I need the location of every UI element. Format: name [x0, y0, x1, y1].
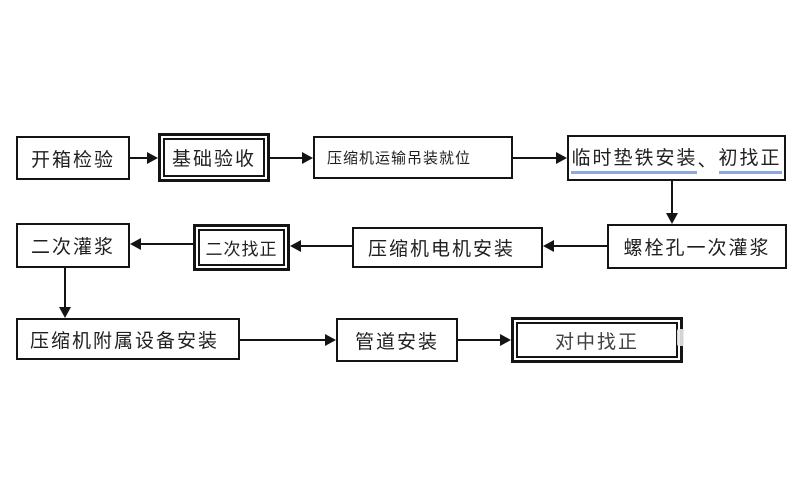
node-label: 螺栓孔一次灌浆: [623, 237, 771, 259]
node-label-underlined: 临时垫铁安装: [571, 143, 698, 174]
arrow-line: [458, 339, 500, 341]
node-label: 二次灌浆: [30, 236, 115, 258]
node-label-separator: 、: [697, 148, 719, 171]
arrowhead-right-icon: [500, 334, 511, 346]
node-label: 基础验收: [171, 148, 256, 170]
arrowhead-left-icon: [130, 238, 141, 250]
arrowhead-right-icon: [556, 152, 567, 164]
flow-node-secondary-alignment: 二次找正: [198, 229, 285, 266]
flow-node-bolt-hole-first-grouting: 螺栓孔一次灌浆: [607, 224, 787, 269]
arrowhead-left-icon: [543, 240, 554, 252]
flow-node-secondary-grouting: 二次灌浆: [16, 223, 130, 268]
arrowhead-down-icon: [59, 307, 71, 318]
flow-node-compressor-auxiliary-equipment-install: 压缩机附属设备安装: [16, 318, 240, 360]
flow-node-foundation-acceptance: 基础验收: [163, 138, 265, 177]
node-label: 对中找正: [554, 330, 639, 353]
node-label: 管道安装: [354, 330, 439, 353]
arrow-line: [130, 157, 147, 159]
arrow-line: [270, 157, 302, 159]
arrowhead-right-icon: [302, 152, 313, 164]
node-label: 压缩机附属设备安装: [30, 329, 220, 352]
arrow-line: [301, 245, 352, 247]
flow-node-open-box-inspection: 开箱检验: [16, 136, 130, 180]
node-label: 压缩机电机安装: [368, 238, 516, 260]
flow-node-compressor-motor-install: 压缩机电机安装: [352, 227, 543, 268]
flow-node-centering-alignment: 对中找正: [516, 322, 678, 358]
arrow-line: [64, 268, 66, 307]
arrowhead-right-icon: [147, 152, 158, 164]
arrow-line: [141, 243, 193, 245]
node-label: 压缩机运输吊装就位: [327, 149, 472, 167]
arrow-line: [240, 339, 325, 341]
flow-node-compressor-transport-hoisting: 压缩机运输吊装就位: [313, 136, 513, 179]
arrow-line: [671, 181, 673, 213]
arrowhead-down-icon: [666, 213, 678, 224]
flow-node-temporary-shim-install-initial-alignment: 临时垫铁安装、初找正: [567, 135, 786, 181]
arrow-line: [554, 245, 607, 247]
node-label: 开箱检验: [30, 148, 115, 171]
arrow-line: [513, 157, 556, 159]
arrowhead-right-icon: [325, 334, 336, 346]
arrowhead-left-icon: [290, 240, 301, 252]
node-label: 二次找正: [205, 240, 278, 260]
flow-node-pipeline-install: 管道安装: [336, 318, 458, 362]
watermark-artifact: [677, 329, 684, 346]
node-label-underlined: 初找正: [718, 143, 782, 174]
